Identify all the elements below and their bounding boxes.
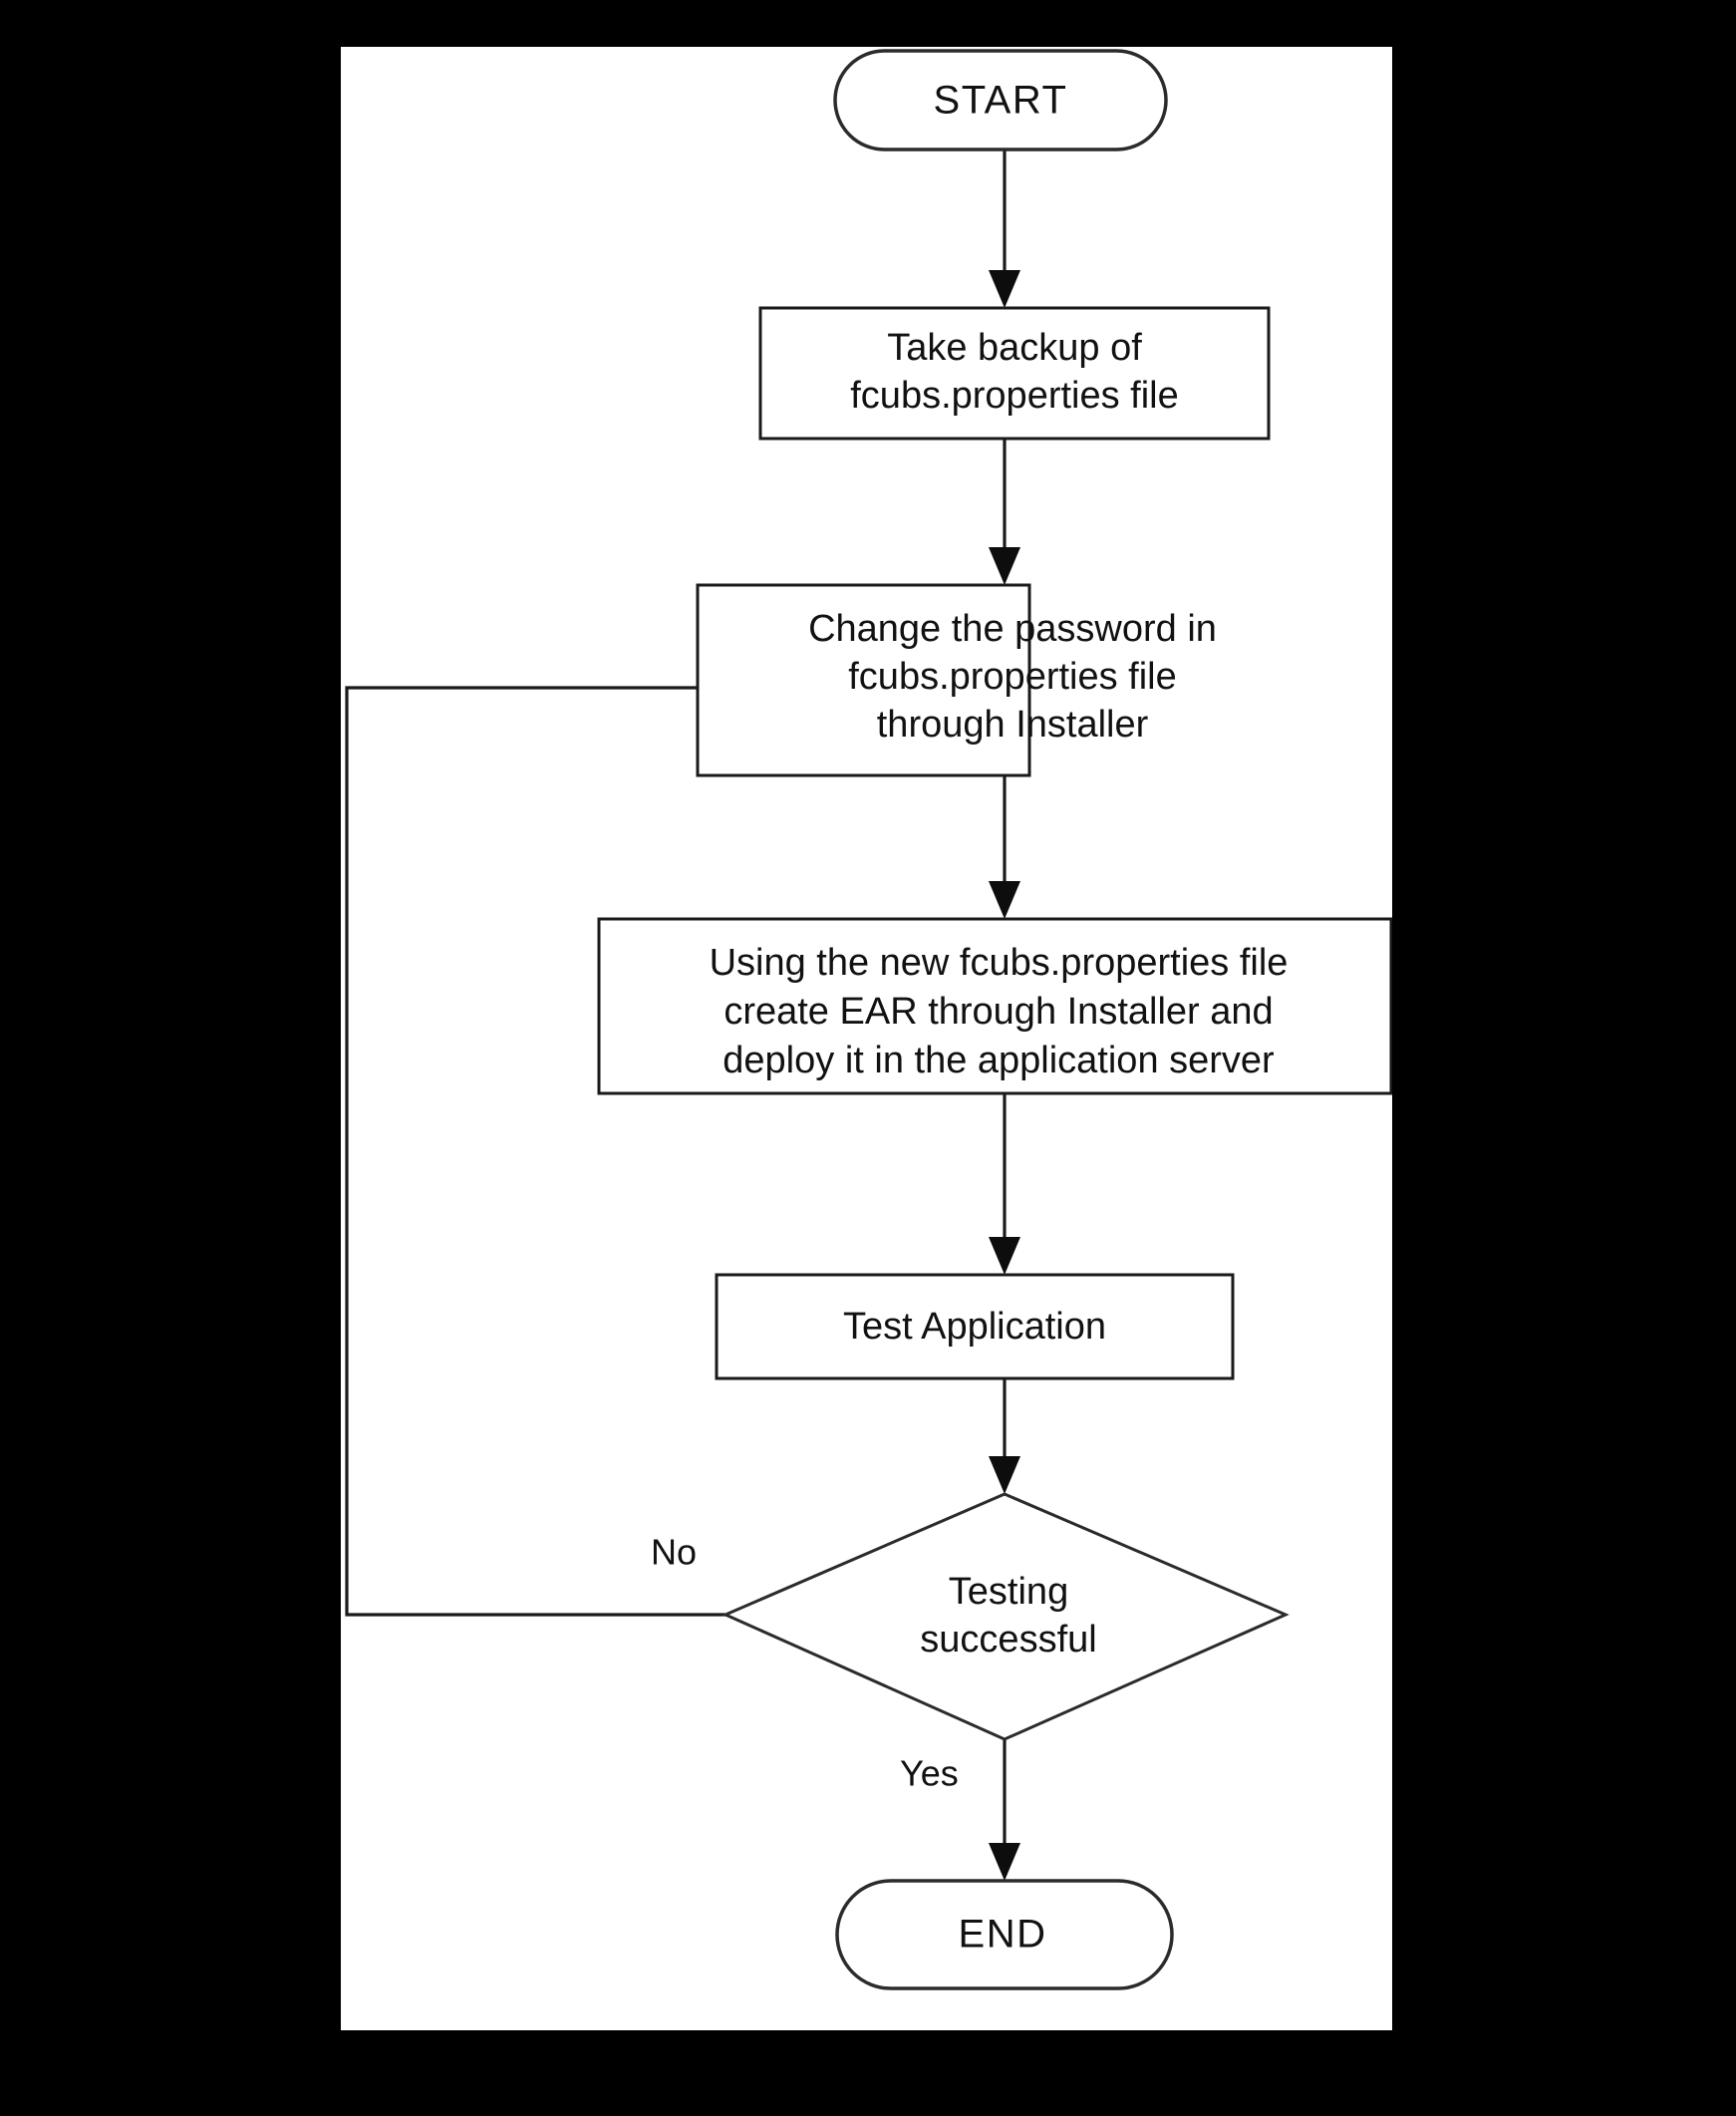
flowchart-svg: START Take backup of fcubs.properties fi… — [345, 49, 1392, 1990]
node-testing-successful-line-2: successful — [920, 1619, 1096, 1661]
node-create-ear-line-3: deploy it in the application server — [723, 1040, 1275, 1081]
diagram-canvas: START Take backup of fcubs.properties fi… — [341, 47, 1392, 2030]
node-testing-successful-line-1: Testing — [949, 1571, 1068, 1613]
node-change-password-line-2: fcubs.properties file — [848, 656, 1177, 698]
node-create-ear[interactable]: Using the new fcubs.properties file crea… — [597, 917, 1392, 1095]
node-backup-line-2: fcubs.properties file — [850, 375, 1179, 417]
node-test-application-label: Test Application — [843, 1306, 1106, 1348]
edge-test-to-decision — [989, 1378, 1020, 1494]
edge-start-to-backup — [989, 150, 1020, 308]
node-change-password-line-1: Change the password in — [808, 608, 1217, 650]
edge-label-no: No — [651, 1532, 697, 1573]
node-backup[interactable]: Take backup of fcubs.properties file — [758, 306, 1271, 441]
edge-label-yes: Yes — [900, 1753, 959, 1794]
edge-decision-yes-to-end — [989, 1739, 1020, 1881]
node-start[interactable]: START — [833, 49, 1168, 151]
node-end-label: END — [959, 1913, 1047, 1957]
node-create-ear-line-2: create EAR through Installer and — [723, 991, 1273, 1033]
node-testing-successful[interactable]: Testing successful — [722, 1492, 1290, 1741]
node-change-password-line-3: through Installer — [877, 704, 1149, 746]
node-end[interactable]: END — [835, 1879, 1174, 1990]
node-start-label: START — [934, 79, 1068, 123]
node-backup-line-1: Take backup of — [887, 327, 1142, 369]
node-change-password[interactable]: Change the password in fcubs.properties … — [696, 583, 1217, 777]
edge-decision-no-loop — [345, 672, 977, 1617]
node-test-application[interactable]: Test Application — [715, 1273, 1235, 1380]
edge-backup-to-change-password — [989, 439, 1020, 585]
node-create-ear-line-1: Using the new fcubs.properties file — [710, 942, 1289, 984]
edge-create-ear-to-test — [989, 1093, 1020, 1275]
